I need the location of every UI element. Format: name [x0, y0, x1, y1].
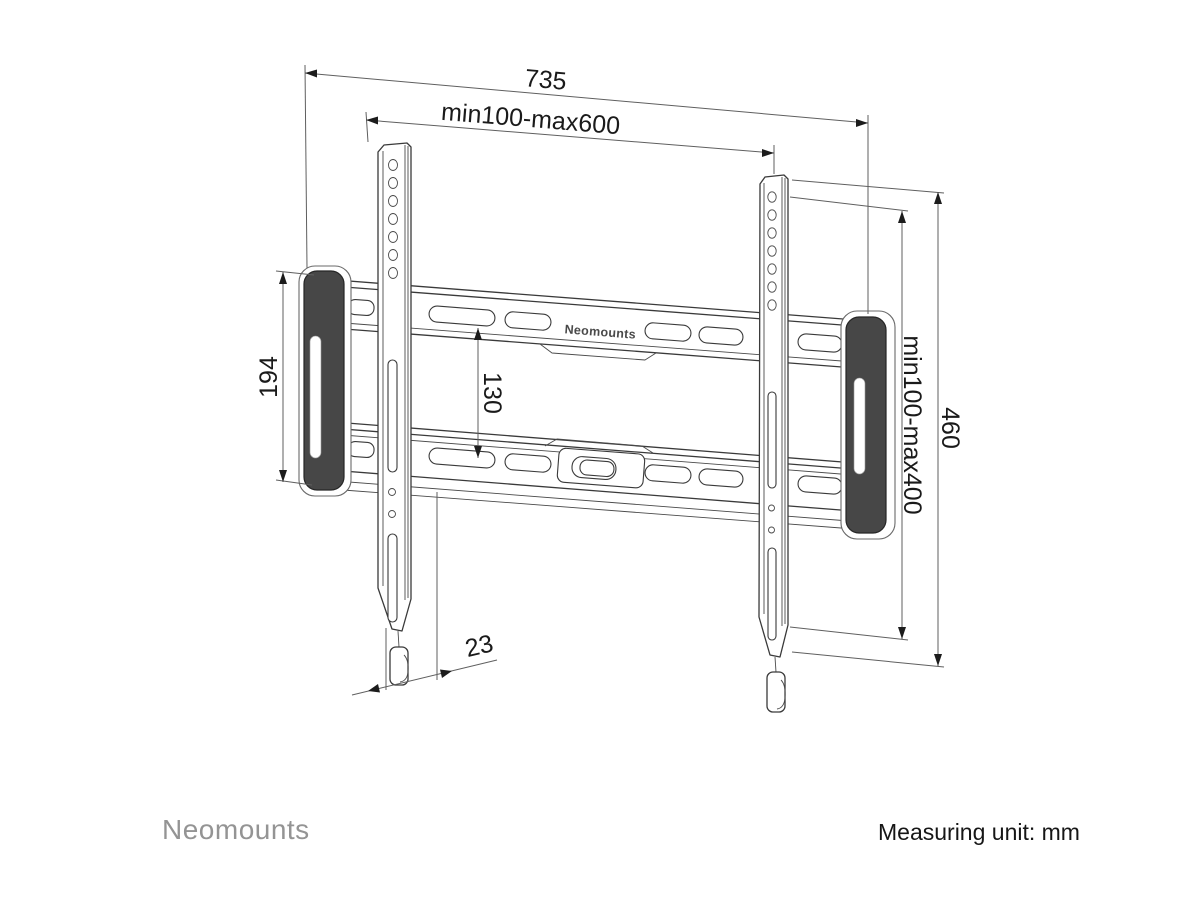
top-rail-slots	[347, 298, 843, 353]
dim-plate-height-label: 194	[255, 356, 283, 398]
left-bracket-rail	[377, 142, 412, 686]
left-bracket-slot-upper	[387, 359, 398, 473]
right-bracket-slot-upper	[767, 391, 777, 489]
right-pull-tab	[766, 656, 786, 713]
dimension-rail-gap: 130	[474, 328, 506, 458]
dim-rail-gap-label: 130	[478, 372, 506, 414]
right-endcap	[840, 310, 896, 540]
right-bracket-slot-lower	[767, 547, 777, 641]
left-bracket-slot-lower	[387, 533, 398, 623]
dimension-total-width: 735	[304, 64, 869, 314]
bottom-rail-slots	[347, 440, 843, 495]
left-bracket-holes	[388, 159, 398, 279]
dim-total-width-label: 735	[524, 64, 568, 96]
wall-plate-top-rail: Neomounts	[317, 278, 870, 370]
left-pull-tab	[389, 630, 409, 686]
brand-logo: Neomounts	[162, 814, 310, 845]
plate-brand-label: Neomounts	[564, 322, 636, 341]
dim-total-height-label: 460	[936, 407, 964, 449]
wall-plate: Neomounts	[317, 278, 870, 530]
right-bracket-rail	[758, 174, 789, 713]
dimension-total-height: 460	[791, 179, 964, 668]
left-endcap	[298, 265, 352, 497]
dimension-depth: 23	[351, 492, 498, 696]
measuring-unit-note: Measuring unit: mm	[878, 819, 1080, 845]
dim-depth-label: 23	[463, 629, 496, 663]
locking-latch	[556, 447, 646, 489]
dim-hole-pattern-width-label: min100-max600	[440, 98, 621, 140]
dimension-plate-height: 194	[255, 270, 315, 486]
dim-hole-pattern-height-label: min100-max400	[898, 335, 926, 514]
dimension-hole-pattern-height: min100-max400	[789, 196, 926, 641]
right-bracket-holes	[767, 191, 777, 311]
